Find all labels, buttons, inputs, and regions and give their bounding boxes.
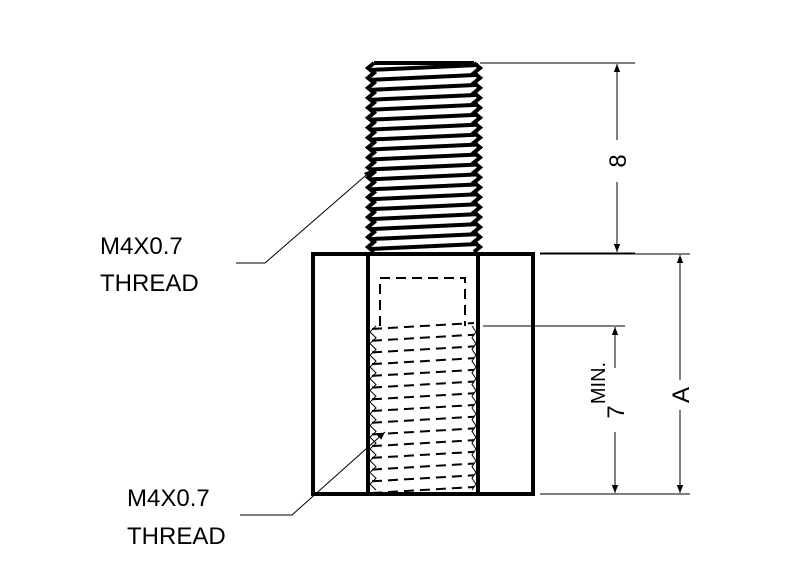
internal-thread-root	[371, 427, 475, 436]
internal-thread-root	[371, 357, 475, 366]
thread-crest	[369, 172, 479, 182]
thread-crest	[369, 192, 479, 202]
thread-crest	[369, 72, 479, 82]
thread-crest	[369, 92, 479, 102]
callout-internal-line2: THREAD	[127, 523, 226, 550]
thread-crest	[369, 232, 479, 242]
thread-crest	[369, 212, 479, 222]
thread-crest	[369, 152, 479, 162]
hidden-stud-end	[379, 277, 466, 326]
thread-crest	[369, 222, 479, 232]
internal-thread-root	[371, 474, 475, 483]
thread-crest	[369, 202, 479, 212]
dimension-8-label: 8	[605, 154, 632, 167]
dimension-stud-length: 8	[480, 62, 635, 254]
internal-thread-root	[371, 450, 475, 459]
internal-thread-root	[371, 322, 475, 330]
thread-crest	[369, 102, 479, 112]
callout-internal-thread: M4X0.7 THREAD	[127, 431, 386, 550]
internal-thread-root	[371, 368, 475, 377]
dimension-thread-depth: 7 MIN.	[483, 325, 630, 493]
internal-thread-root	[371, 380, 475, 389]
dimension-7-label: 7	[603, 405, 630, 418]
thread-crest	[369, 122, 479, 132]
dimension-body-length: A	[540, 253, 695, 495]
internal-thread-root	[371, 439, 475, 448]
internal-thread-root	[371, 333, 475, 342]
callout-internal-line1: M4X0.7	[127, 485, 210, 512]
thread-crest	[369, 62, 479, 72]
thread-crest	[369, 242, 479, 252]
internal-thread	[369, 322, 477, 494]
internal-thread-root	[371, 486, 475, 494]
dimension-min-label: MIN.	[588, 362, 610, 404]
standoff-body	[311, 252, 535, 496]
internal-thread-root	[371, 415, 475, 424]
thread-crest	[369, 162, 479, 172]
thread-crest	[369, 82, 479, 92]
internal-thread-left	[369, 325, 377, 491]
threaded-stud	[364, 61, 484, 254]
thread-crest	[369, 132, 479, 142]
thread-crest	[369, 112, 479, 122]
callout-external-line1: M4X0.7	[100, 233, 183, 260]
callout-external-thread: M4X0.7 THREAD	[100, 169, 373, 297]
thread-crest	[369, 182, 479, 192]
internal-thread-root	[371, 392, 475, 401]
internal-thread-root	[371, 462, 475, 471]
internal-thread-root	[371, 404, 475, 412]
internal-thread-right	[471, 325, 477, 491]
callout-external-line2: THREAD	[100, 270, 199, 297]
internal-thread-root	[371, 345, 475, 354]
dimension-a-label: A	[668, 387, 695, 403]
thread-crest	[369, 142, 479, 152]
